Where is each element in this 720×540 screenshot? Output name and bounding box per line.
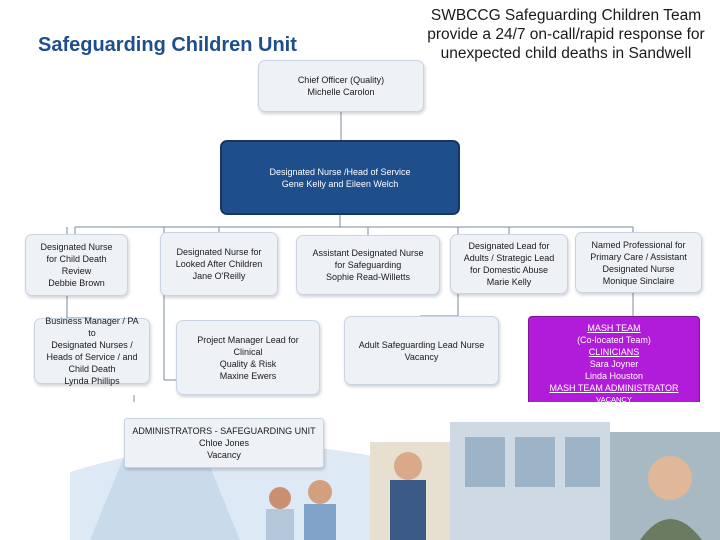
mash-team-subtitle: (Co-located Team) bbox=[577, 334, 651, 346]
designated-head-role: Designated Nurse /Head of Service bbox=[269, 166, 410, 178]
mash-team-box: MASH TEAM (Co-located Team) CLINICIANS S… bbox=[528, 316, 700, 412]
administrators-name: Chloe Jones bbox=[199, 437, 249, 449]
lead-adults-line1: Designated Lead for bbox=[468, 240, 549, 252]
lead-adults-name: Marie Kelly bbox=[487, 276, 532, 288]
designated-head-name: Gene Kelly and Eileen Welch bbox=[282, 178, 398, 190]
designated-nurse-head-box: Designated Nurse /Head of Service Gene K… bbox=[220, 140, 460, 215]
administrators-vacancy: Vacancy bbox=[207, 449, 241, 461]
business-manager-line2: Designated Nurses / bbox=[51, 339, 133, 351]
adult-lead-line1: Adult Safeguarding Lead Nurse bbox=[359, 339, 485, 351]
lead-adults-box: Designated Lead for Adults / Strategic L… bbox=[450, 234, 568, 294]
looked-after-children-box: Designated Nurse for Looked After Childr… bbox=[160, 232, 278, 296]
project-manager-box: Project Manager Lead for Clinical Qualit… bbox=[176, 320, 320, 395]
administrators-line1: ADMINISTRATORS - SAFEGUARDING UNIT bbox=[132, 425, 315, 437]
mash-team-title: MASH TEAM bbox=[587, 322, 640, 334]
child-death-line3: Review bbox=[62, 265, 92, 277]
named-professional-line1: Named Professional for bbox=[591, 239, 685, 251]
lead-adults-line2: Adults / Strategic Lead bbox=[464, 252, 555, 264]
mash-team-clinicians: CLINICIANS bbox=[589, 346, 640, 358]
business-manager-line4: Child Death bbox=[68, 363, 115, 375]
child-death-nurse-box: Designated Nurse for Child Death Review … bbox=[25, 234, 128, 296]
adult-safeguarding-lead-box: Adult Safeguarding Lead Nurse Vacancy bbox=[344, 316, 499, 385]
lead-adults-line3: for Domestic Abuse bbox=[470, 264, 548, 276]
page-title: Safeguarding Children Unit bbox=[38, 34, 297, 57]
looked-after-line2: Looked After Children bbox=[176, 258, 263, 270]
business-manager-name: Lynda Phillips bbox=[64, 375, 119, 387]
assistant-line2: for Safeguarding bbox=[335, 259, 402, 271]
child-death-name: Debbie Brown bbox=[48, 277, 105, 289]
child-death-line1: Designated Nurse bbox=[40, 241, 112, 253]
chief-officer-name: Michelle Carolon bbox=[307, 86, 374, 98]
business-manager-box: Business Manager / PA to Designated Nurs… bbox=[34, 318, 150, 384]
child-death-line2: for Child Death bbox=[46, 253, 106, 265]
business-manager-line1: Business Manager / PA to bbox=[41, 315, 143, 339]
chief-officer-box: Chief Officer (Quality) Michelle Carolon bbox=[258, 60, 424, 112]
mash-team-name1: Sara Joyner bbox=[590, 358, 639, 370]
project-manager-line2: Quality & Risk bbox=[220, 358, 277, 370]
chief-officer-role: Chief Officer (Quality) bbox=[298, 74, 384, 86]
assistant-name: Sophie Read-Willetts bbox=[326, 271, 410, 283]
project-manager-name: Maxine Ewers bbox=[220, 370, 277, 382]
mash-team-name2: Linda Houston bbox=[585, 370, 643, 382]
named-professional-name: Monique Sinclaire bbox=[603, 275, 675, 287]
page-subtitle: SWBCCG Safeguarding Children Team provid… bbox=[408, 6, 720, 63]
assistant-designated-nurse-box: Assistant Designated Nurse for Safeguard… bbox=[296, 235, 440, 295]
mash-team-admin: MASH TEAM ADMINISTRATOR bbox=[549, 382, 678, 394]
business-manager-line3: Heads of Service / and bbox=[46, 351, 137, 363]
assistant-line1: Assistant Designated Nurse bbox=[312, 247, 423, 259]
administrators-box: ADMINISTRATORS - SAFEGUARDING UNIT Chloe… bbox=[124, 418, 324, 468]
project-manager-line1: Project Manager Lead for Clinical bbox=[183, 334, 313, 358]
named-professional-line3: Designated Nurse bbox=[602, 263, 674, 275]
named-professional-line2: Primary Care / Assistant bbox=[590, 251, 687, 263]
named-professional-box: Named Professional for Primary Care / As… bbox=[575, 232, 702, 293]
looked-after-name: Jane O'Reilly bbox=[193, 270, 246, 282]
looked-after-line1: Designated Nurse for bbox=[176, 246, 261, 258]
adult-lead-vacancy: Vacancy bbox=[405, 351, 439, 363]
